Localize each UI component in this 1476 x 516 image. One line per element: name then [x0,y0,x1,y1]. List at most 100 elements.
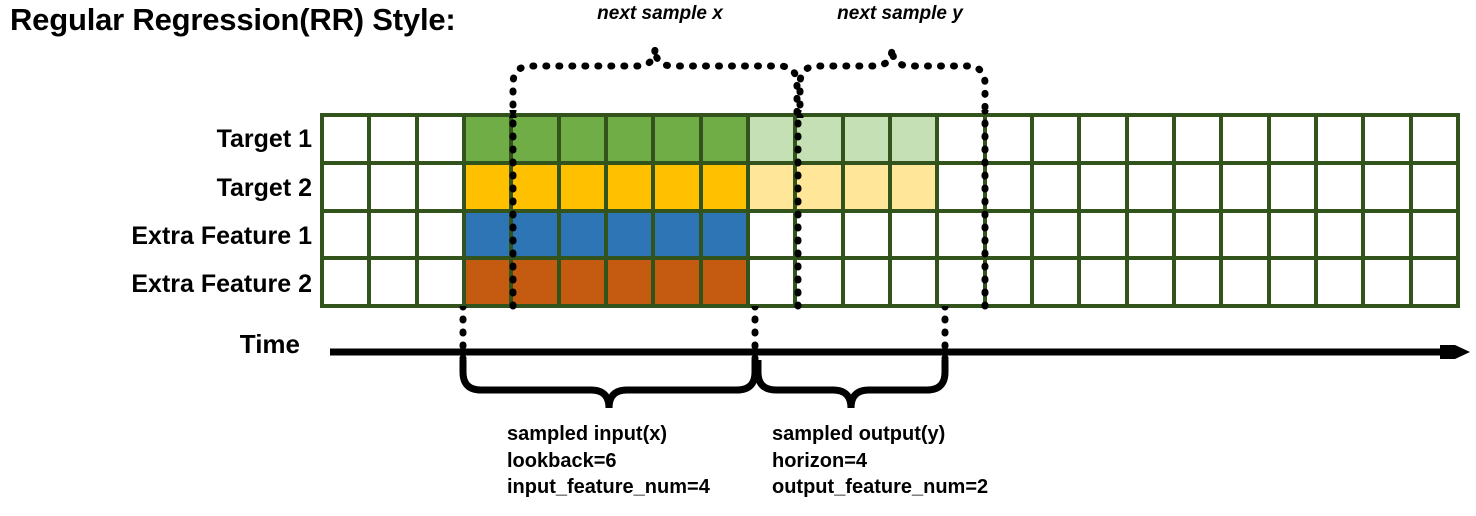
grid-cell-r4-c1 [324,260,368,304]
grid-cell-r1-c1 [324,117,368,161]
grid-cell-r2-c23 [1365,164,1409,209]
grid-cell-r1-c14 [939,117,983,161]
grid-cell-r1-c23 [1365,117,1409,161]
grid-cell-r3-c15 [986,212,1030,257]
grid-cell-r4-c12 [844,260,888,304]
grid-cell-r4-c8 [655,260,699,304]
grid-cell-r4-c22 [1317,260,1362,304]
grid-cell-r1-c21 [1270,117,1314,161]
grid-cell-r3-c10 [749,212,794,257]
bottom-brace-group [459,360,949,409]
grid-cell-r3-c8 [655,212,699,257]
grid-cell-r3-c16 [1033,212,1078,257]
grid-cell-r3-c22 [1317,212,1362,257]
grid-cell-r4-c9 [702,260,746,304]
grid-cell-r4-c20 [1223,260,1267,304]
grid-cell-r2-c12 [844,164,888,209]
grid-cell-r3-c12 [844,212,888,257]
dotted-brace-next-sample-x [509,47,801,118]
dotted-connector-group-upper [509,110,989,310]
grid-cell-r4-c10 [749,260,794,304]
grid-cell-r3-c9 [702,212,746,257]
grid-cell-r3-c24 [1412,212,1456,257]
grid-cell-r1-c17 [1081,117,1125,161]
page-title: Regular Regression(RR) Style: [10,2,456,37]
grid-cell-r1-c16 [1033,117,1078,161]
grid-cell-r1-c12 [844,117,888,161]
grid-cell-r2-c4 [465,164,510,209]
caption-output-line-2: horizon=4 [772,449,868,472]
grid-cell-r3-c17 [1081,212,1125,257]
grid-cell-r3-c19 [1175,212,1220,257]
grid-cell-r2-c14 [939,164,983,209]
grid-cell-r2-c3 [418,164,462,209]
grid-cell-r4-c21 [1270,260,1314,304]
grid-cell-r4-c14 [939,260,983,304]
grid-cell-r2-c10 [749,164,794,209]
grid-cell-r4-c6 [560,260,604,304]
grid-cell-r1-c20 [1223,117,1267,161]
grid-cell-r4-c15 [986,260,1030,304]
grid-cell-r4-c5 [513,260,557,304]
grid-cell-r2-c7 [607,164,652,209]
row-label-target-2: Target 2 [216,174,312,202]
caption-output-line-1: sampled output(y) [772,423,946,445]
label-next-sample-y: next sample y [837,3,963,24]
grid-cell-r4-c11 [797,260,841,304]
row-label-column: Target 1 Target 2 Extra Feature 1 Extra … [0,0,312,516]
grid-cell-r4-c7 [607,260,652,304]
grid-cell-r1-c2 [371,117,415,161]
row-label-extra-feature-1: Extra Feature 1 [131,222,312,250]
grid-cell-r4-c16 [1033,260,1078,304]
grid-cell-r3-c3 [418,212,462,257]
grid-cell-r3-c6 [560,212,604,257]
grid-cell-r2-c18 [1128,164,1172,209]
time-axis-arrow [330,345,1470,359]
caption-input-line-1: sampled input(x) [507,423,668,445]
grid-cell-r2-c22 [1317,164,1362,209]
grid-cell-r3-c20 [1223,212,1267,257]
grid-cell-r2-c17 [1081,164,1125,209]
grid-cell-r3-c14 [939,212,983,257]
grid-cell-r3-c1 [324,212,368,257]
grid-cell-r2-c16 [1033,164,1078,209]
grid-cell-r2-c11 [797,164,841,209]
solid-brace-sampled-input [459,360,759,409]
grid-cell-r3-c18 [1128,212,1172,257]
grid-cell-r1-c9 [702,117,746,161]
row-label-extra-feature-2: Extra Feature 2 [131,270,312,298]
grid-cell-r2-c24 [1412,164,1456,209]
grid-cell-r3-c21 [1270,212,1314,257]
grid-cell-r1-c24 [1412,117,1456,161]
grid-cell-r3-c13 [891,212,936,257]
caption-input-line-2: lookback=6 [507,449,617,472]
grid-cell-r1-c15 [986,117,1030,161]
label-next-sample-x: next sample x [597,3,723,24]
grid-cell-r3-c7 [607,212,652,257]
grid-cell-r2-c15 [986,164,1030,209]
dotted-brace-next-sample-y [796,47,989,118]
grid-cell-r2-c1 [324,164,368,209]
grid-cell-r4-c13 [891,260,936,304]
grid-cell-r4-c2 [371,260,415,304]
grid-cell-r1-c4 [465,117,510,161]
grid-cell-r1-c6 [560,117,604,161]
grid-cell-r3-c5 [513,212,557,257]
caption-input-line-3: input_feature_num=4 [507,476,710,499]
grid-cell-r1-c7 [607,117,652,161]
grid-cell-r2-c21 [1270,164,1314,209]
grid-cell-r2-c19 [1175,164,1220,209]
grid-cell-r4-c18 [1128,260,1172,304]
solid-brace-sampled-output [754,360,949,409]
grid-cell-r3-c11 [797,212,841,257]
row-label-target-1: Target 1 [216,125,312,153]
grid-cell-r2-c6 [560,164,604,209]
grid-cell-r1-c3 [418,117,462,161]
grid-cell-r1-c11 [797,117,841,161]
grid-cell-r4-c23 [1365,260,1409,304]
caption-sampled-output: sampled output(y) horizon=4 output_featu… [772,421,988,501]
grid-cell-r1-c5 [513,117,557,161]
grid-cell-r1-c19 [1175,117,1220,161]
grid-cell-r1-c13 [891,117,936,161]
grid-cell-r2-c5 [513,164,557,209]
